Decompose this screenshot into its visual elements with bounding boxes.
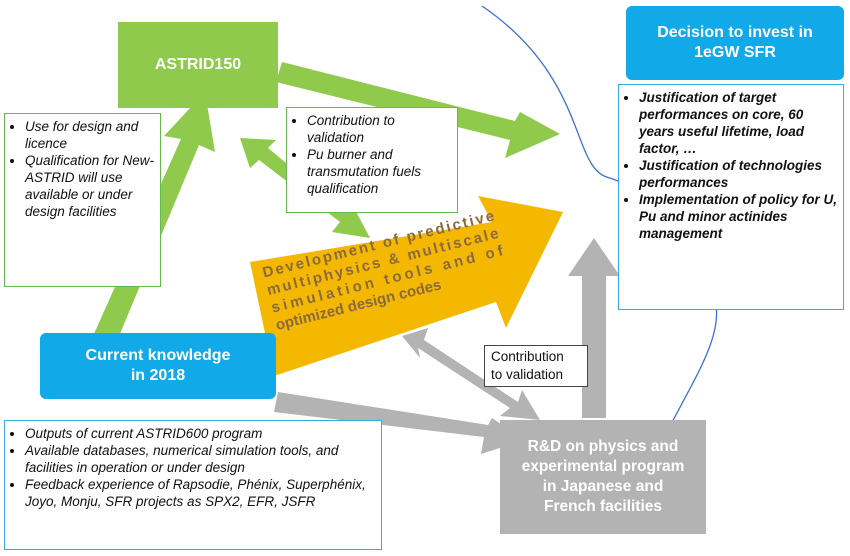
left-note-list: Use for design and licence Qualification…	[9, 118, 156, 220]
rnd-line-2: experimental program	[521, 458, 685, 475]
decision-box: Decision to invest in 1eGW SFR	[626, 6, 844, 80]
knowledge-note-list: Outputs of current ASTRID600 program Ava…	[9, 425, 377, 510]
validation-note-top-box: Contribution to validation Pu burner and…	[286, 107, 458, 213]
validation-note-top-item: Contribution to validation	[307, 112, 453, 146]
left-note-box: Use for design and licence Qualification…	[4, 113, 161, 287]
knowledge-note-box: Outputs of current ASTRID600 program Ava…	[4, 420, 382, 550]
knowledge-note-item: Outputs of current ASTRID600 program	[25, 425, 377, 442]
rnd-line-4: French facilities	[543, 498, 662, 515]
knowledge-note-item: Available databases, numerical simulatio…	[25, 442, 377, 476]
validation-note-bottom-line-1: Contribution	[491, 349, 564, 364]
decision-note-item: Implementation of policy for U, Pu and m…	[639, 191, 839, 242]
astrid150-title: ASTRID150	[154, 56, 242, 73]
rnd-line-1: R&D on physics and	[527, 438, 679, 455]
validation-note-bottom-box: Contribution to validation	[484, 345, 588, 387]
decision-note-item: Justification of target performances on …	[639, 89, 839, 157]
decision-note-item: Justification of technologies performanc…	[639, 157, 839, 191]
left-note-item: Qualification for New-ASTRID will use av…	[25, 152, 156, 220]
validation-note-bottom-line-2: to validation	[491, 367, 564, 382]
arrow-development-rnd	[402, 328, 540, 420]
rnd-line-3: in Japanese and	[542, 478, 664, 495]
arrow-rnd-to-decision	[568, 238, 620, 418]
current-knowledge-line-2: in 2018	[130, 367, 186, 384]
decision-note-list: Justification of target performances on …	[623, 89, 839, 242]
knowledge-note-item: Feedback experience of Rapsodie, Phénix,…	[25, 476, 377, 510]
development-arrow-shape	[250, 196, 563, 376]
validation-note-top-list: Contribution to validation Pu burner and…	[291, 112, 453, 197]
astrid150-box: ASTRID150	[118, 22, 278, 108]
decision-line-2: 1eGW SFR	[694, 44, 776, 61]
arrow-knowledge-to-rnd	[274, 392, 525, 454]
validation-note-top-item: Pu burner and transmutation fuels qualif…	[307, 146, 453, 197]
current-knowledge-line-1: Current knowledge	[85, 347, 231, 364]
decision-line-1: Decision to invest in	[657, 24, 813, 41]
left-note-item: Use for design and licence	[25, 118, 156, 152]
current-knowledge-box: Current knowledge in 2018	[40, 333, 276, 399]
rnd-box: R&D on physics and experimental program …	[500, 420, 706, 534]
decision-note-box: Justification of target performances on …	[618, 84, 844, 310]
